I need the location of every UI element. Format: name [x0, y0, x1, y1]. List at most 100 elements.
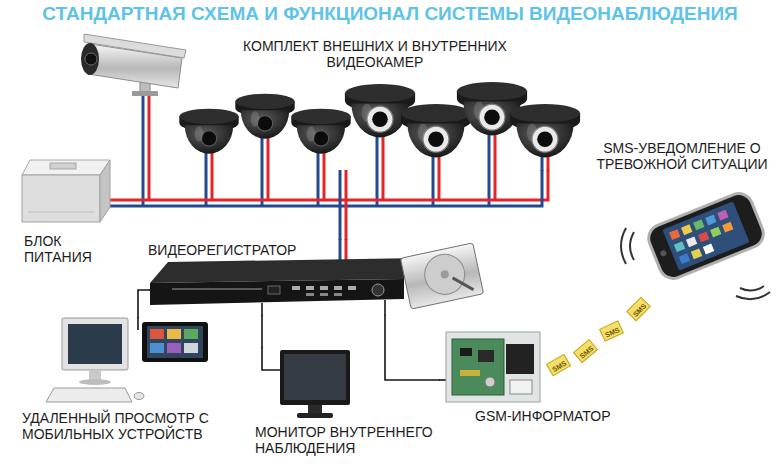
tablet — [167, 343, 181, 353]
mobile-phone — [645, 189, 768, 282]
sms-envelope: SMS — [599, 320, 624, 342]
wire-line — [339, 170, 342, 240]
sms-label: SMS — [551, 359, 568, 373]
node-label: БЛОК ПИТАНИЯ — [24, 233, 116, 265]
bullet-camera — [81, 43, 99, 75]
video-recorder-device — [306, 293, 314, 296]
tablet — [150, 343, 164, 353]
gsm-board — [506, 344, 534, 374]
video-recorder: ВИДЕОРЕГИСТРАТОР — [148, 240, 485, 315]
video-recorder-device — [306, 286, 314, 290]
tablet — [147, 326, 203, 358]
mobile-phone — [691, 248, 702, 259]
black-wire-stubs — [262, 347, 280, 370]
tablet — [184, 343, 198, 353]
monitor-screen — [284, 354, 346, 400]
camera-set: КОМПЛЕКТ ВНЕШНИХ И ВНУТРЕННИХ ВИДЕОКАМЕР — [80, 30, 585, 170]
dome-cameras — [179, 82, 580, 157]
mobile-phone — [736, 292, 770, 299]
tablet — [184, 329, 198, 339]
mobile-phone — [681, 224, 692, 235]
video-recorder-device — [150, 258, 420, 283]
power-supply-box — [100, 160, 110, 222]
video-recorder-device — [320, 293, 328, 296]
wire-connector — [340, 170, 346, 240]
black-wire-stubs — [261, 303, 263, 316]
mobile-phone — [722, 222, 733, 233]
sms-label: SMS — [632, 302, 648, 318]
wire-connector — [385, 315, 440, 380]
bullet-camera — [81, 34, 186, 96]
video-recorder-device — [292, 286, 300, 290]
mobile-phone — [679, 253, 690, 264]
desktop-computer — [62, 318, 128, 370]
hard-disk — [440, 270, 449, 279]
gsm-board — [446, 332, 540, 402]
dome-cameras — [401, 104, 471, 157]
video-recorder-device — [150, 279, 404, 305]
mobile-phone — [710, 227, 721, 238]
video-recorder-device — [172, 288, 262, 290]
hard-disk — [400, 243, 483, 309]
wire-line — [385, 315, 440, 380]
monitor-screen — [280, 350, 350, 405]
sms-notification: SMS-УВЕДОМЛЕНИЕ О ТРЕВОЖНОЙ СИТУАЦИИ — [588, 138, 777, 278]
black-wire-stubs — [439, 379, 446, 381]
desktop-computer — [68, 324, 122, 364]
node-label: GSM-ИНФОРМАТОР — [475, 408, 611, 424]
mobile-phone — [663, 201, 750, 270]
camera-wires — [148, 94, 151, 200]
mobile-phone — [621, 189, 770, 299]
video-recorder-device — [268, 286, 280, 294]
mobile-phone — [621, 228, 770, 299]
desktop-computer — [46, 388, 132, 402]
dome-cameras — [179, 109, 238, 154]
monitor-screen — [280, 350, 350, 418]
camera-wires — [142, 94, 145, 206]
tablet — [167, 329, 181, 339]
node-label: УДАЛЕННЫЙ ПРОСМОТР С МОБИЛЬНЫХ УСТРОЙСТВ — [22, 410, 246, 442]
camera-wires — [345, 239, 348, 260]
mobile-phone — [621, 228, 626, 264]
mobile-phone — [705, 215, 716, 226]
mobile-phone — [645, 189, 768, 282]
bullet-camera — [132, 91, 158, 96]
wire-line — [138, 290, 148, 318]
video-recorder-device — [334, 293, 342, 296]
video-recorder-device — [150, 258, 420, 305]
power-supply-box — [22, 160, 110, 222]
desktop-computer — [46, 318, 144, 402]
video-recorder-device — [348, 286, 356, 290]
node-label: SMS-УВЕДОМЛЕНИЕ О ТРЕВОЖНОЙ СИТУАЦИИ — [590, 140, 774, 172]
black-wire-stubs — [148, 289, 152, 291]
monitor-screen — [308, 405, 322, 414]
mobile-phone — [686, 236, 697, 247]
bullet-camera — [84, 34, 186, 58]
diagram-title: СТАНДАРТНАЯ СХЕМА И ФУНКЦИОНАЛ СИСТЕМЫ В… — [42, 3, 737, 25]
power-supply: БЛОК ПИТАНИЯ — [18, 155, 119, 273]
gsm-board — [446, 332, 540, 402]
video-recorder-device — [334, 286, 342, 290]
mobile-phone — [717, 210, 728, 221]
wire-connector — [138, 290, 148, 318]
sms-envelope: SMS — [546, 354, 571, 377]
sms-envelope: SMS — [573, 339, 598, 363]
mobile-phone — [674, 241, 685, 252]
node-label: МОНИТОР ВНУТРЕННЕГО НАБЛЮДЕНИЯ — [255, 424, 437, 456]
node-label: ВИДЕОРЕГИСТРАТОР — [148, 242, 296, 258]
wire-line — [261, 315, 263, 348]
node-label: КОМПЛЕКТ ВНЕШНИХ И ВНУТРЕННИХ ВИДЕОКАМЕР — [220, 38, 530, 70]
tablet — [142, 322, 208, 362]
sms-label: SMS — [578, 345, 594, 360]
hard-disk — [453, 274, 474, 293]
camera-wires — [339, 239, 342, 260]
desktop-computer — [79, 379, 111, 385]
video-recorder-device — [372, 284, 384, 296]
sms-envelope: SMS — [626, 297, 651, 322]
wire-line — [119, 170, 542, 206]
monitor: МОНИТОР ВНУТРЕННЕГО НАБЛЮДЕНИЯ — [252, 348, 440, 462]
dome-cameras — [235, 94, 294, 139]
desktop-computer — [134, 393, 144, 400]
power-supply-box — [28, 212, 94, 213]
gsm-board — [510, 380, 532, 394]
